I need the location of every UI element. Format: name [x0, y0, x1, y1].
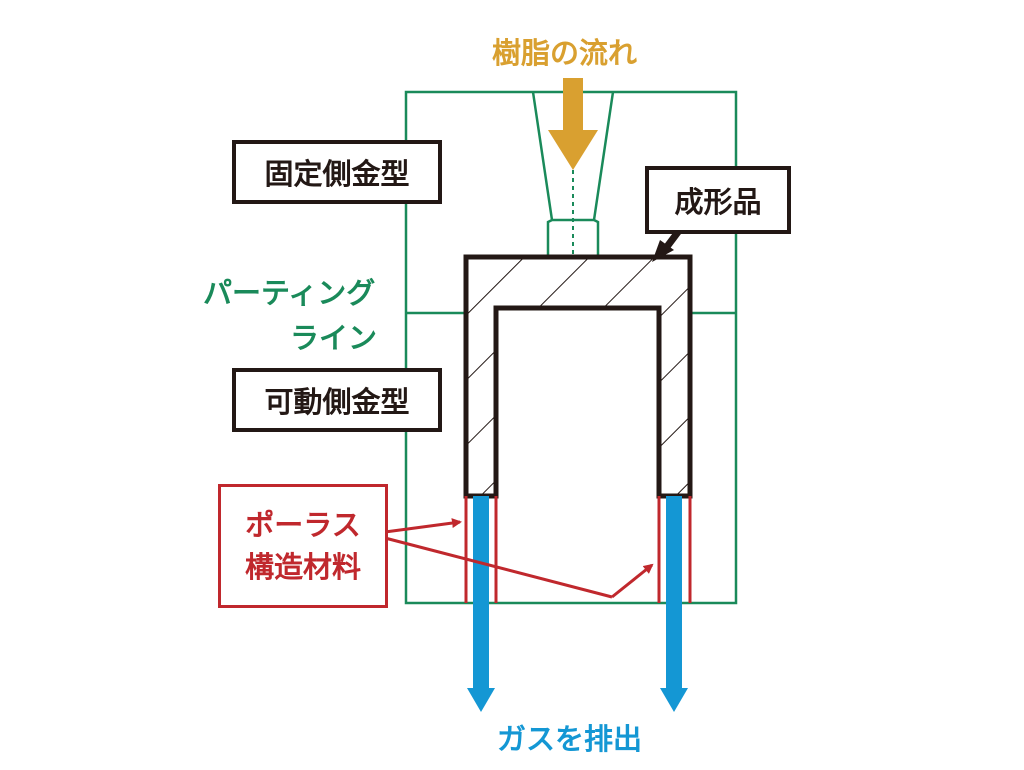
resin-flow-label: 樹脂の流れ [492, 36, 638, 70]
movable-mold-text: 可動側金型 [264, 385, 410, 419]
porous-material-label: ポーラス 構造材料 [218, 484, 388, 608]
gas-exhaust-arrow-right [660, 496, 688, 712]
porous-pointer-arrow-2-tip [611, 563, 654, 599]
molded-part [463, 254, 693, 499]
movable-mold-label: 可動側金型 [232, 368, 442, 432]
molded-part-text: 成形品 [674, 185, 762, 219]
porous-text-2: 構造材料 [244, 550, 361, 584]
fixed-mold-text: 固定側金型 [264, 157, 410, 191]
parting-line-label-1: パーティング [203, 276, 376, 310]
porous-pointer-arrow-2 [384, 536, 613, 599]
molded-part-label: 成形品 [645, 166, 791, 234]
porous-pointer-arrow-1 [384, 518, 462, 534]
parting-line-label-2: ライン [290, 321, 378, 355]
resin-flow-arrow [548, 78, 598, 170]
porous-material-left [464, 496, 498, 603]
gas-exhaust-label: ガスを排出 [497, 722, 643, 756]
porous-text-1: ポーラス [245, 508, 361, 542]
fixed-mold-label: 固定側金型 [232, 140, 442, 204]
gas-exhaust-arrow-left [467, 496, 495, 712]
porous-material-right [657, 496, 692, 603]
